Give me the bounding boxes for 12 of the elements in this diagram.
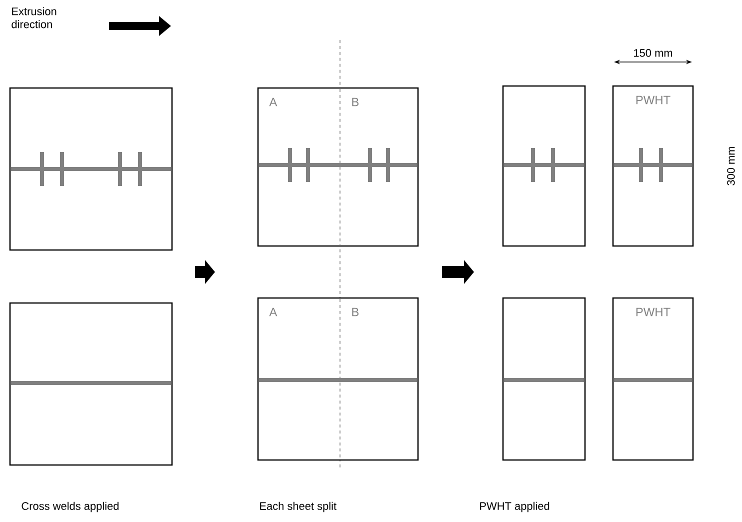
sheet-label: B: [352, 98, 359, 106]
direction-label: Extrusion direction: [12, 7, 56, 28]
sheet-label: PWHT: [636, 308, 670, 316]
step-caption: Each sheet split: [260, 502, 336, 512]
sheet-label: A: [269, 308, 278, 316]
sheet-label: A: [269, 98, 278, 106]
step-caption: Cross welds applied: [22, 502, 119, 512]
sheet-label: PWHT: [636, 96, 670, 104]
dimension-label: 300 mm: [727, 146, 735, 186]
sheet-label: B: [352, 308, 359, 316]
dimension-label: 150 mm: [634, 49, 672, 57]
step-caption: PWHT applied: [480, 502, 550, 512]
